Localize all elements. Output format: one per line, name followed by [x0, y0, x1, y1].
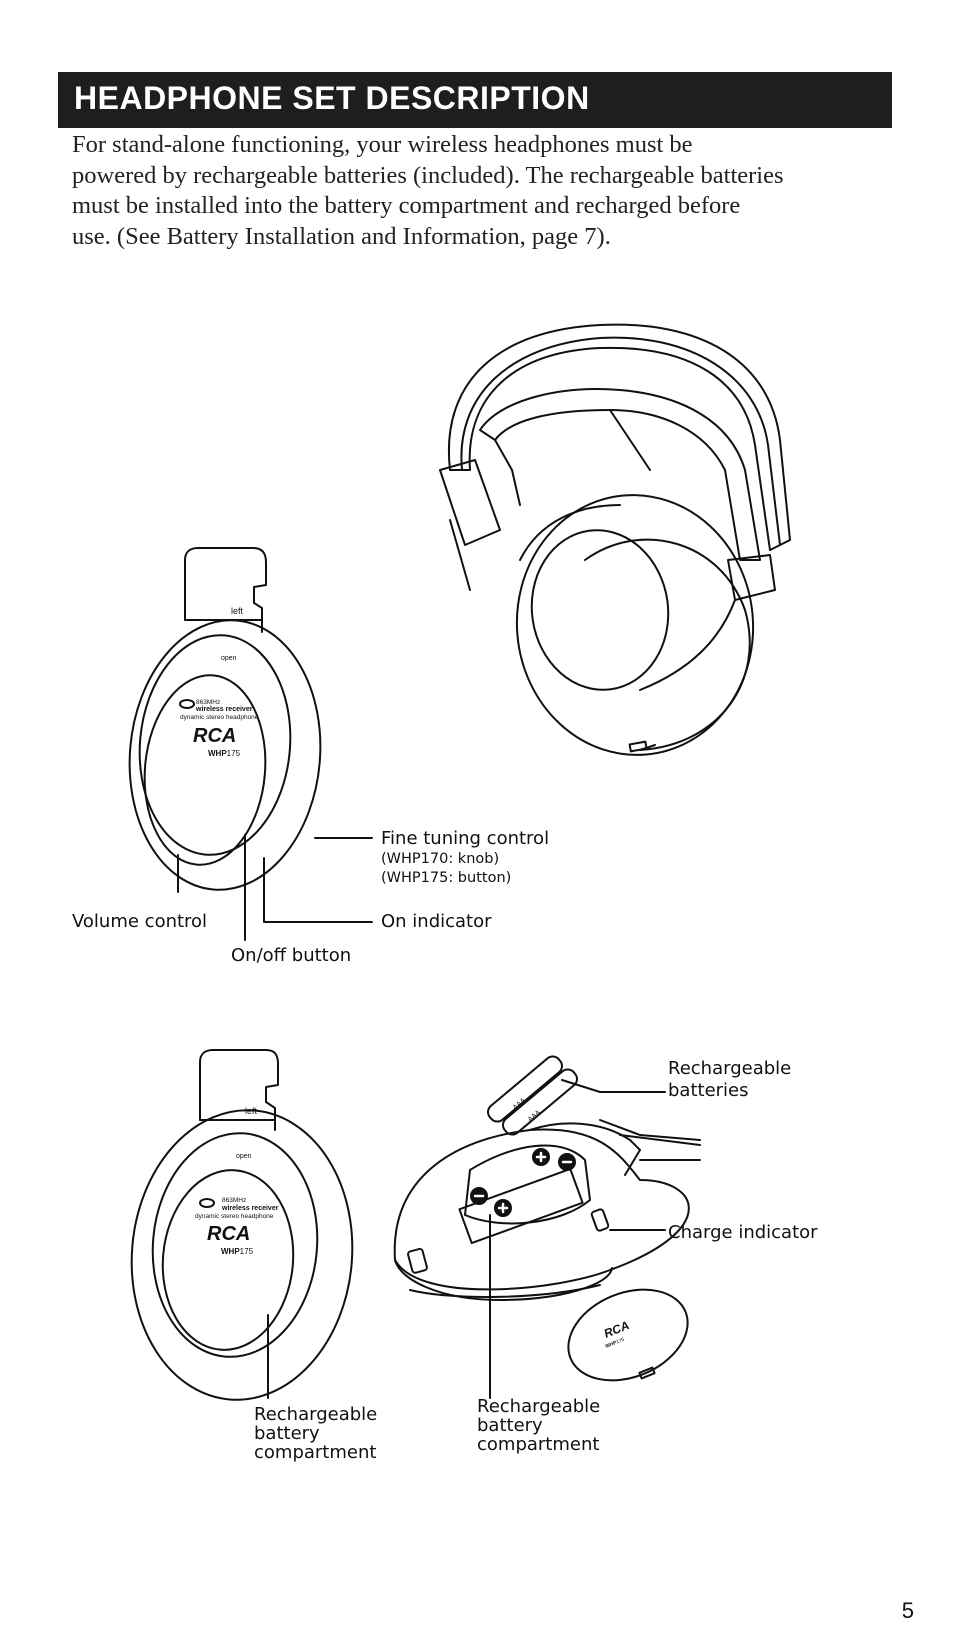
callout-on-indicator: On indicator — [381, 911, 492, 932]
callout-compartment-right: compartment — [477, 1434, 600, 1455]
intro-line: use. (See Battery Installation and Infor… — [72, 222, 611, 250]
callout-volume-control: Volume control — [72, 911, 208, 932]
battery-type-label: AAA — [527, 1109, 542, 1124]
earcup-model-number: 175 — [615, 1337, 625, 1346]
callout-compartment-left: compartment — [254, 1442, 377, 1463]
earcup-open-label: open — [221, 655, 237, 662]
callout-compartment-right: Rechargeable — [477, 1396, 601, 1417]
rca-logo: RCA — [193, 725, 236, 747]
rca-logo: RCA — [207, 1223, 250, 1245]
earcup-model-prefix: WHP — [221, 1247, 240, 1256]
earcup-model-number: 175 — [227, 749, 241, 758]
callout-on-off-button: On/off button — [231, 945, 352, 966]
svg-text:WHP175: WHP175 — [221, 1247, 254, 1256]
intro-line: For stand-alone functioning, your wirele… — [72, 131, 693, 158]
callout-fine-tuning: Fine tuning control — [381, 828, 550, 849]
battery-compartment-illustration — [393, 1055, 701, 1399]
callout-fine-tuning-whp175: (WHP175: button) — [381, 870, 512, 886]
callout-compartment-right: battery — [477, 1415, 543, 1436]
headphone-set-illustration — [439, 323, 791, 756]
page-number: 5 — [901, 1598, 914, 1623]
earcup-model-prefix: WHP — [605, 1340, 619, 1350]
earcup-model-number: 175 — [240, 1247, 254, 1256]
svg-text:WHP175: WHP175 — [605, 1337, 626, 1350]
earcup-side-label: left — [231, 606, 244, 616]
earcup-front-view — [128, 547, 373, 941]
intro-paragraph: For stand-alone functioning, your wirele… — [72, 130, 902, 252]
callout-compartment-left: Rechargeable — [254, 1404, 378, 1425]
battery-type-label: AAA — [512, 1097, 527, 1112]
svg-text:WHP175: WHP175 — [208, 749, 241, 758]
earcup-side-label: left — [245, 1106, 258, 1116]
callout-fine-tuning-whp170: (WHP170: knob) — [381, 851, 500, 867]
callout-rechargeable-batteries: batteries — [668, 1080, 749, 1101]
section-title: HEADPHONE SET DESCRIPTION — [74, 80, 590, 116]
callout-rechargeable-batteries: Rechargeable — [668, 1058, 792, 1079]
earcup-description: dynamic stereo headphone — [180, 714, 259, 721]
earcup-model-prefix: WHP — [208, 749, 227, 758]
intro-line: powered by rechargeable batteries (inclu… — [72, 161, 784, 189]
earcup-frequency: 863MHz — [196, 699, 220, 706]
section-header-banner: HEADPHONE SET DESCRIPTION — [58, 72, 892, 128]
callout-charge-indicator: Charge indicator — [668, 1222, 818, 1243]
callout-compartment-left: battery — [254, 1423, 320, 1444]
earcup-battery-view — [130, 1049, 354, 1401]
earcup-frequency: 863MHz — [222, 1197, 246, 1204]
earcup-receiver: wireless receiver — [221, 1205, 279, 1212]
intro-line: must be installed into the battery compa… — [72, 192, 741, 219]
earcup-open-label: open — [236, 1153, 252, 1160]
earcup-description: dynamic stereo headphone — [195, 1213, 274, 1220]
rca-logo: RCA — [602, 1318, 631, 1341]
earcup-receiver: wireless receiver — [195, 706, 253, 713]
